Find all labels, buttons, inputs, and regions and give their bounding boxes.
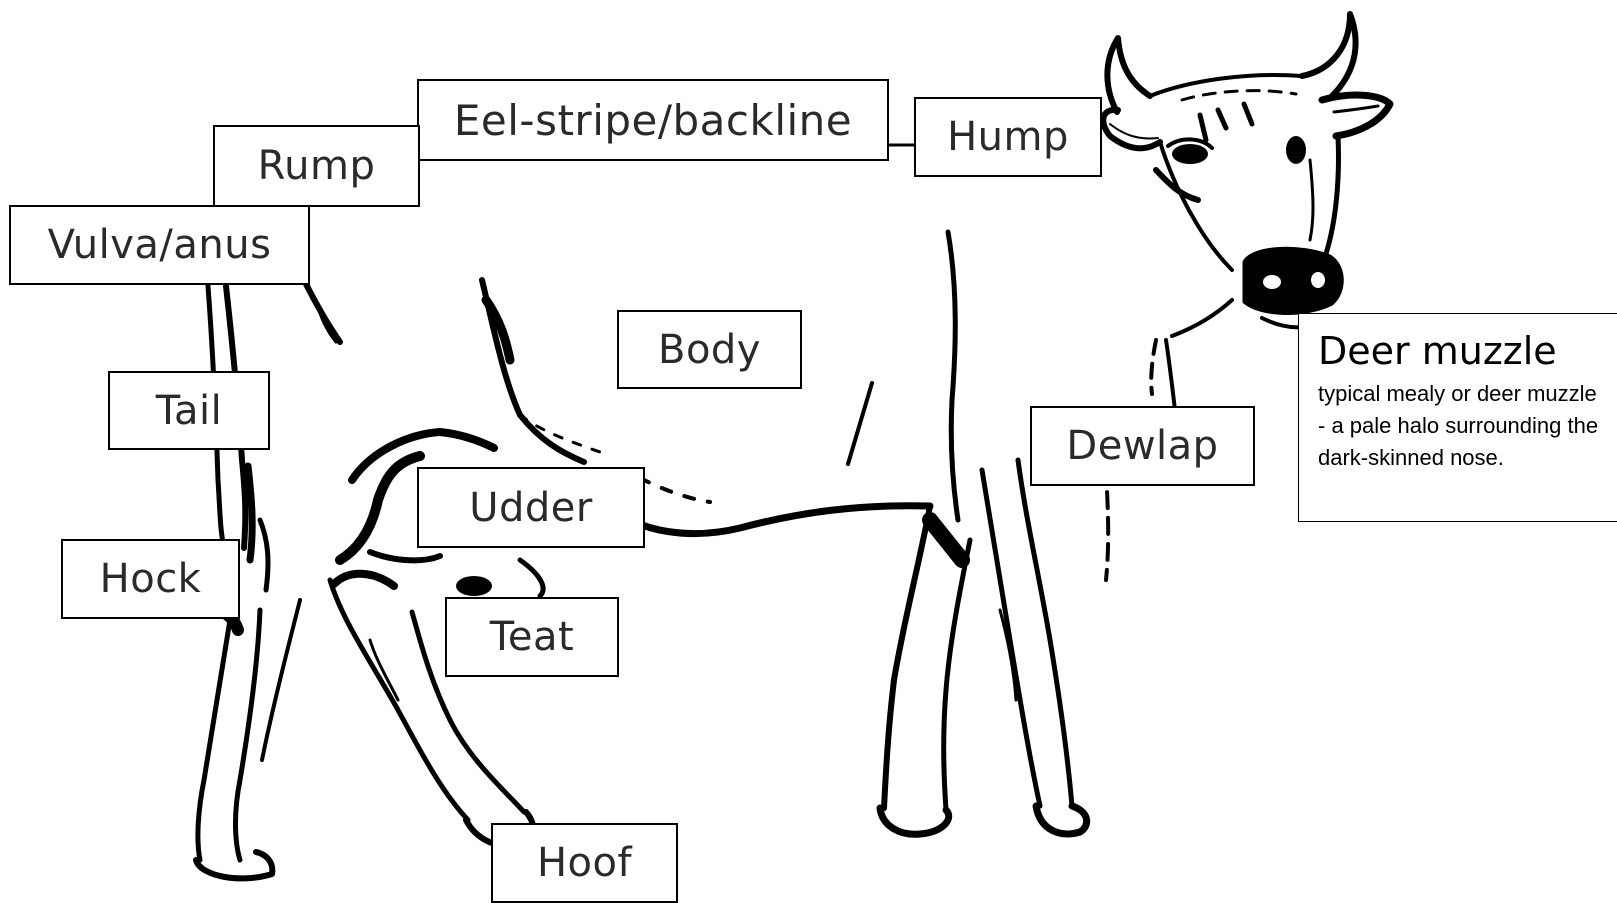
callout-title: Deer muzzle: [1318, 328, 1604, 374]
label-teat-text: Teat: [490, 614, 574, 660]
label-rump-text: Rump: [258, 143, 376, 189]
cow-front-legs: [880, 440, 1108, 834]
label-body: Body: [617, 310, 802, 389]
label-hump-text: Hump: [947, 114, 1069, 160]
label-eel-stripe-text: Eel-stripe/backline: [454, 96, 852, 145]
label-hump: Hump: [914, 97, 1102, 177]
label-vulva-anus-text: Vulva/anus: [48, 222, 272, 268]
label-tail: Tail: [108, 371, 270, 450]
label-hock-text: Hock: [100, 556, 202, 602]
label-udder: Udder: [417, 467, 645, 548]
label-hoof-text: Hoof: [537, 840, 632, 886]
left-eye: [1172, 144, 1208, 164]
label-rump: Rump: [213, 125, 420, 207]
label-udder-text: Udder: [469, 485, 593, 531]
label-dewlap: Dewlap: [1030, 406, 1255, 486]
label-dewlap-text: Dewlap: [1066, 423, 1218, 469]
label-body-text: Body: [658, 327, 761, 373]
callout-description: typical mealy or deer muzzle - a pale ha…: [1318, 378, 1604, 474]
label-hock: Hock: [61, 539, 240, 619]
teat-shape: [456, 576, 492, 596]
label-tail-text: Tail: [156, 388, 223, 434]
label-hoof: Hoof: [491, 823, 678, 903]
label-vulva-anus: Vulva/anus: [9, 205, 310, 285]
deer-muzzle-callout: Deer muzzle typical mealy or deer muzzle…: [1298, 313, 1617, 522]
label-teat: Teat: [445, 597, 619, 677]
right-eye: [1286, 136, 1306, 164]
label-eel-stripe: Eel-stripe/backline: [417, 79, 889, 161]
